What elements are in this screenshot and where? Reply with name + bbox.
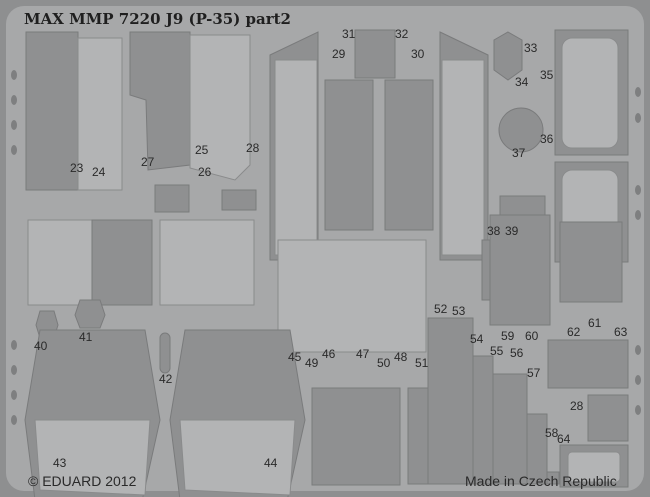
part-number: 57 — [527, 366, 541, 380]
part-44-panel — [179, 419, 296, 496]
part-number: 26 — [198, 165, 212, 179]
part-number: 49 — [305, 356, 319, 370]
parts-55-56 — [492, 373, 528, 485]
part-31-32 — [354, 29, 396, 79]
part-28-b — [587, 394, 629, 442]
edge-holes — [11, 70, 641, 425]
part-29 — [274, 59, 318, 256]
part-23 — [25, 31, 79, 191]
part-number: 28 — [246, 141, 260, 155]
part-number: 61 — [588, 316, 602, 330]
part-34 — [498, 107, 544, 153]
part-number: 43 — [53, 456, 67, 470]
part-number: 50 — [377, 356, 391, 370]
part-number: 23 — [70, 161, 84, 175]
parts-49-50 — [311, 387, 401, 486]
part-number: 60 — [525, 329, 539, 343]
part-number: 58 — [545, 426, 559, 440]
part-number: 44 — [264, 456, 278, 470]
part-number: 27 — [141, 155, 155, 169]
part-number-labels: 23 24 25 26 27 28 29 30 31 32 33 34 35 3… — [34, 27, 628, 470]
part-number: 53 — [452, 304, 466, 318]
part-58 — [546, 471, 560, 485]
part-41 — [74, 299, 106, 329]
part-number: 59 — [501, 329, 515, 343]
part-35 — [561, 37, 619, 149]
part-25-b — [189, 34, 251, 181]
part-28 — [221, 189, 257, 211]
part-number: 24 — [92, 165, 106, 179]
fret-title: MAX MMP 7220 J9 (P-35) part2 — [24, 10, 291, 28]
flaps-left — [324, 79, 374, 231]
part-number: 62 — [567, 325, 581, 339]
part-number: 29 — [332, 47, 346, 61]
part-number: 52 — [434, 302, 448, 316]
part-42 — [159, 332, 171, 374]
part-number: 38 — [487, 224, 501, 238]
part-number: 54 — [470, 332, 484, 346]
part-number: 40 — [34, 339, 48, 353]
part-30 — [441, 59, 485, 256]
part-number: 55 — [490, 344, 504, 358]
part-51 — [407, 387, 429, 485]
part-62-63 — [547, 339, 629, 389]
part-25 — [129, 31, 191, 171]
part-number: 47 — [356, 347, 370, 361]
part-24 — [77, 37, 123, 191]
part-number: 34 — [515, 75, 529, 89]
part-59-60 — [489, 214, 551, 326]
part-33 — [493, 31, 523, 81]
panel-left-c — [159, 219, 255, 306]
copyright-text: © EDUARD 2012 — [28, 473, 137, 489]
origin-text: Made in Czech Republic — [465, 473, 617, 489]
part-number: 48 — [394, 350, 408, 364]
part-number: 30 — [411, 47, 425, 61]
part-number: 64 — [557, 432, 571, 446]
part-number: 32 — [395, 27, 409, 41]
part-number: 31 — [342, 27, 356, 41]
flaps-right — [384, 79, 434, 231]
part-27 — [154, 184, 190, 213]
part-number: 39 — [505, 224, 519, 238]
part-number: 45 — [288, 350, 302, 364]
part-64 — [567, 451, 621, 483]
part-number: 25 — [195, 143, 209, 157]
part-61 — [559, 221, 623, 303]
part-57 — [526, 413, 548, 485]
panel-left-a — [27, 219, 93, 306]
part-number: 41 — [79, 330, 93, 344]
part-number: 37 — [512, 146, 526, 160]
part-number: 56 — [510, 346, 524, 360]
part-43-panel — [34, 419, 151, 496]
part-number: 63 — [614, 325, 628, 339]
parts-45-48 — [277, 239, 427, 353]
part-number: 51 — [415, 356, 429, 370]
part-number: 36 — [540, 132, 554, 146]
part-number: 42 — [159, 372, 173, 386]
part-number: 46 — [322, 347, 336, 361]
part-number: 35 — [540, 68, 554, 82]
parts-52-53 — [427, 317, 474, 485]
part-number: 33 — [524, 41, 538, 55]
part-number: 28 — [570, 399, 584, 413]
part-54 — [472, 355, 494, 485]
panel-left-b — [91, 219, 153, 306]
